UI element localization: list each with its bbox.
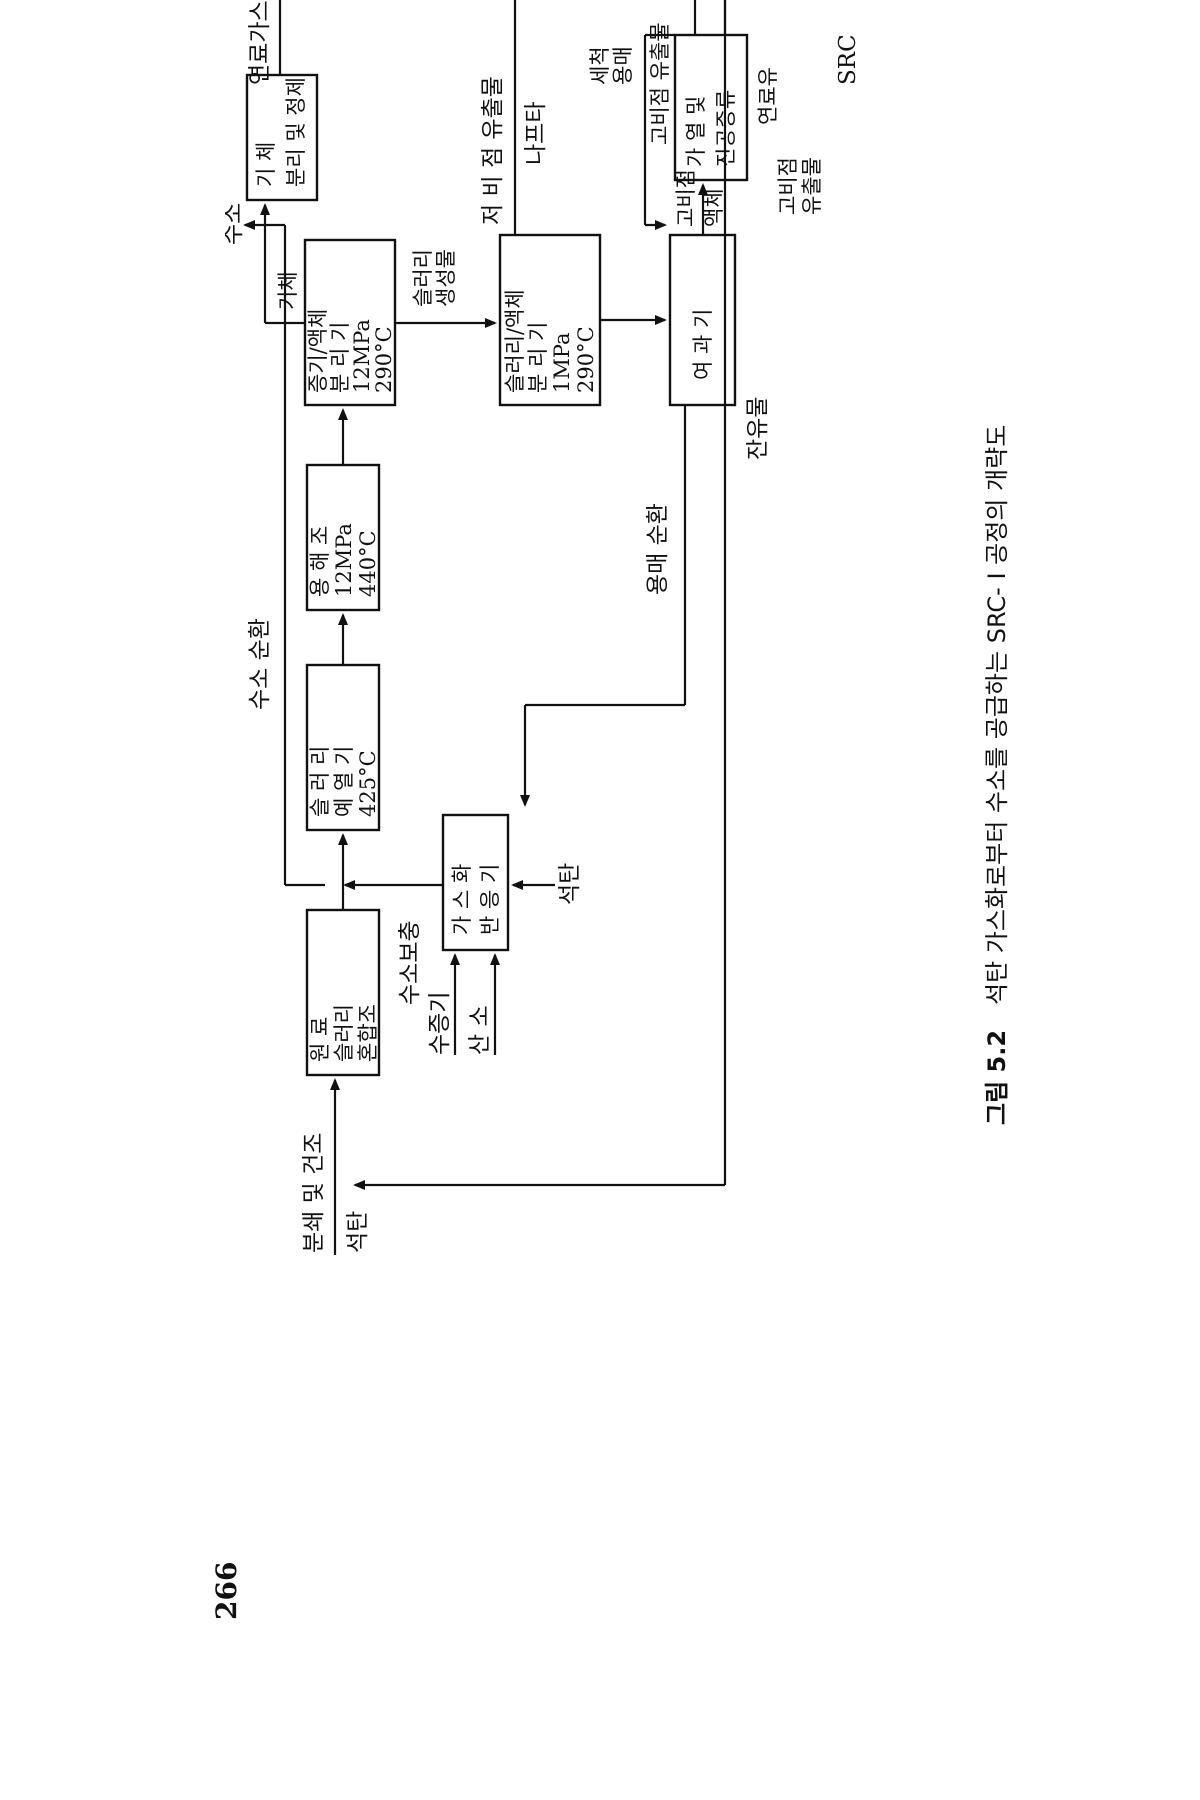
dissolver-line3: 440°C <box>356 530 380 597</box>
h2-supply-label: 수소보충 <box>397 920 423 1005</box>
slurry-sep-line4: 290°C <box>574 326 598 393</box>
steam-label: 수증기 <box>427 992 453 1055</box>
rotated-diagram: 분쇄 및 건조 석탄 원 료 슬러리 혼합조 수증기 산 소 가 스 화 반 응… <box>225 0 1185 1645</box>
hbp-liquid-line1: 고비점 <box>674 169 698 227</box>
solvent-recycle-label: 용매 순환 <box>645 503 671 595</box>
gas-label: 기체 <box>276 271 300 310</box>
filter-line1: 여 과 기 <box>691 309 715 380</box>
fuel-gas-label: 연료가스 <box>247 0 273 85</box>
coal-input-label: 석탄 <box>345 1211 371 1253</box>
oxygen-label: 산 소 <box>467 1005 493 1055</box>
gas-purifier-line1: 기 체 <box>254 142 278 187</box>
gasifier-box <box>441 813 510 952</box>
caption-number: 그림 5.2 <box>983 1030 1011 1125</box>
hbp-distillate-line1: 고비점 <box>776 157 800 215</box>
src-label: SRC <box>835 34 861 85</box>
distill-box <box>673 33 749 182</box>
gas-purifier-line2: 분리 및 정제 <box>284 77 308 187</box>
vl-sep-line3: 12MPa <box>350 319 374 393</box>
slurry-mix-line2: 슬러리 <box>332 1004 356 1062</box>
preheater-line3: 425°C <box>356 750 380 817</box>
process-flow-diagram: 분쇄 및 건조 석탄 원 료 슬러리 혼합조 수증기 산 소 가 스 화 반 응… <box>225 0 1011 1255</box>
preheater-line2: 예 열 기 <box>332 746 356 817</box>
dissolver-line2: 12MPa <box>332 523 356 597</box>
hbp-product-label: 고비점 유출물 <box>648 22 672 145</box>
preheater-line1: 슬 러 리 <box>308 746 332 817</box>
hbp-liquid-line2: 액체 <box>702 188 726 227</box>
distill-line2: 진공증류 <box>714 90 738 167</box>
slurry-sep-line1: 슬러리/액체 <box>503 289 527 393</box>
vl-sep-line4: 290°C <box>372 326 396 393</box>
coal-to-gasifier-label: 석탄 <box>557 863 583 905</box>
gasifier-line1: 가 스 화 <box>450 864 474 935</box>
dissolver-line1: 용 해 조 <box>308 526 332 597</box>
slurry-product-line1: 슬러리 <box>411 249 435 307</box>
solvent-wash-line1: 용매 <box>611 46 635 85</box>
slurry-sep-line3: 1MPa <box>550 332 574 393</box>
slurry-sep-line2: 분 리 기 <box>526 322 550 393</box>
solvent-wash-line2: 세척 <box>588 46 612 85</box>
slurry-mix-line3: 혼합조 <box>356 1004 380 1062</box>
residue-label: 잔유물 <box>745 397 771 460</box>
h2-recycle-label: 수소 순환 <box>247 618 273 710</box>
distill-line1: 가 열 및 <box>684 96 708 167</box>
hbp-distillate-line2: 유출물 <box>800 157 824 215</box>
low-bp-label: 저 비 점 유출물 <box>480 76 506 225</box>
vl-sep-line2: 분 리 기 <box>328 322 352 393</box>
gas-purifier-box <box>245 73 319 202</box>
fuel-oil-label: 연료유 <box>756 67 780 125</box>
naphtha-label: 나프타 <box>523 102 549 165</box>
crush-dry-label: 분쇄 및 건조 <box>301 1133 327 1253</box>
slurry-product-line2: 생성물 <box>434 249 458 307</box>
slurry-mix-line1: 원 료 <box>308 1017 332 1062</box>
gasifier-line2: 반 응 기 <box>478 864 502 935</box>
vl-sep-line1: 증기/액체 <box>306 309 330 393</box>
h2-label: 수소 <box>225 203 246 245</box>
caption-text: 석탄 가스화로부터 수소를 공급하는 SRC- I 공정의 개략도 <box>983 425 1011 1005</box>
